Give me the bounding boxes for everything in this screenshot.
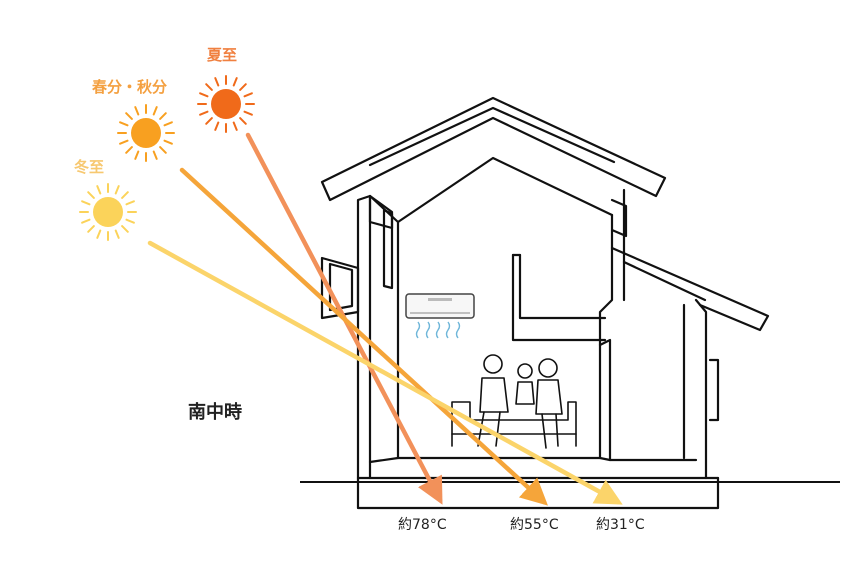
angle-label-equinox: 約55°C bbox=[510, 517, 559, 533]
sun-rays bbox=[147, 132, 623, 506]
sun-label-summer: 夏至 bbox=[206, 46, 237, 64]
house-drawing bbox=[320, 96, 770, 510]
sun-ray-equinox bbox=[179, 167, 548, 506]
suns bbox=[79, 75, 255, 241]
caption-noon: 南中時 bbox=[188, 401, 242, 423]
angle-label-winter: 約31°C bbox=[596, 517, 645, 533]
sun-label-equinox: 春分・秋分 bbox=[92, 78, 167, 96]
sun-icon-winter bbox=[79, 183, 137, 241]
sun-icon-summer bbox=[197, 75, 255, 133]
air-conditioner bbox=[405, 293, 475, 339]
sun-ray-winter bbox=[147, 240, 623, 505]
sun-label-winter: 冬至 bbox=[74, 158, 104, 176]
sun-icon-equinox bbox=[117, 104, 175, 162]
angle-label-summer: 約78°C bbox=[398, 517, 447, 533]
